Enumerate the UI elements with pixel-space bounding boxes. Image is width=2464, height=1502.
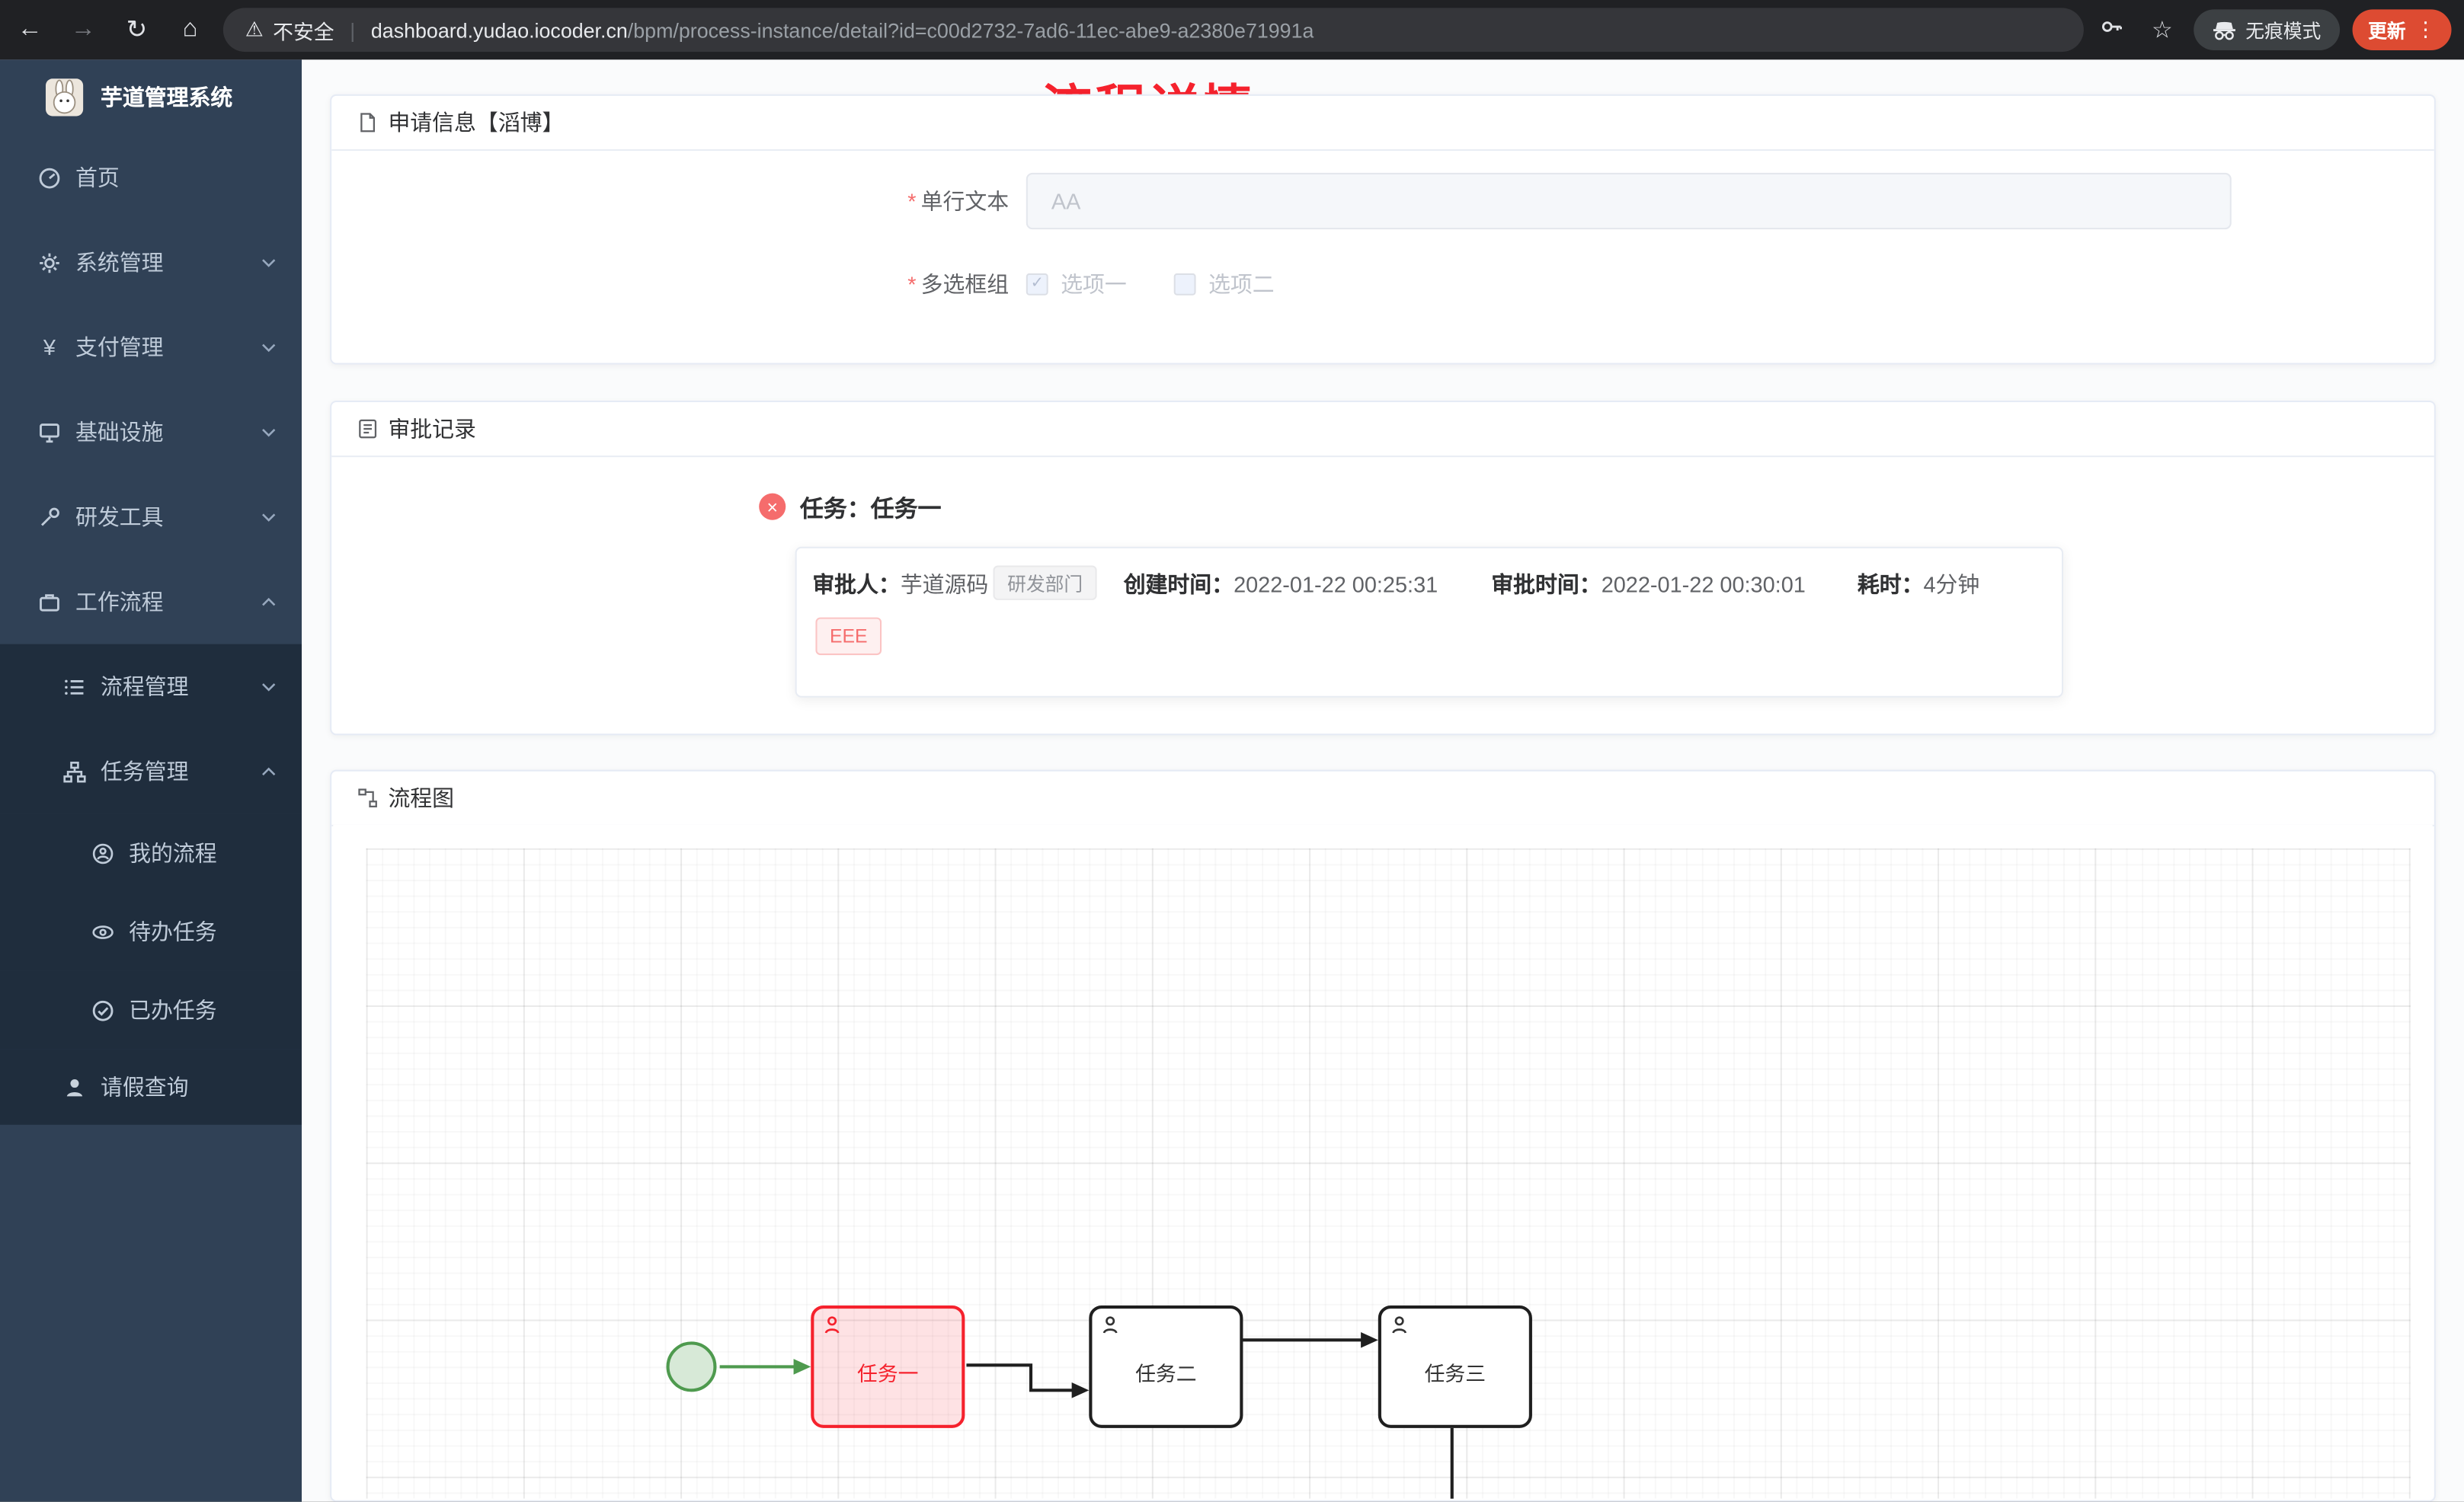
key-icon[interactable] (2093, 14, 2131, 46)
bpmn-task-1[interactable]: 任务一 (811, 1305, 965, 1428)
dept-tag: 研发部门 (993, 565, 1097, 600)
security-label[interactable]: 不安全 (273, 19, 334, 43)
list-icon (63, 675, 87, 698)
text-field-label: *单行文本 (907, 188, 1010, 214)
sidebar-item-payment[interactable]: ¥ 支付管理 (0, 305, 302, 389)
chrome-actions: ☆ 无痕模式 更新 ⋮ (2093, 0, 2452, 59)
chevron-down-icon (262, 343, 276, 352)
url-host: dashboard.yudao.iocoder.cn (370, 18, 628, 42)
apply-card-title: 申请信息【滔博】 (388, 110, 565, 136)
update-label: 更新 (2368, 19, 2406, 42)
sidebar-item-infrastructure[interactable]: 基础设施 (0, 390, 302, 475)
checkbox-option-1[interactable]: ✓ 选项一 (1026, 269, 1127, 300)
single-line-text-input[interactable] (1026, 172, 2232, 230)
process-diagram-card: 流程图 (330, 769, 2436, 1502)
record-icon (359, 419, 377, 439)
incognito-badge[interactable]: 无痕模式 (2194, 9, 2341, 50)
sidebar-item-done-tasks[interactable]: 已办任务 (0, 970, 302, 1050)
chevron-up-icon (262, 596, 276, 606)
url-separator: | (350, 18, 356, 42)
user-task-icon (824, 1316, 840, 1334)
approval-record-card: 审批记录 × 任务：任务一 审批人：芋道源码 研发部门 创建时间：2022-01… (330, 400, 2436, 736)
app-title: 芋道管理系统 (101, 85, 233, 110)
sidebar-item-process-management[interactable]: 流程管理 (0, 644, 302, 729)
address-bar[interactable]: ⚠ 不安全 | dashboard.yudao.iocoder.cn /bpm/… (222, 8, 2084, 53)
chevron-down-icon (262, 258, 276, 267)
sitemap-icon (63, 759, 87, 783)
diagram-card-title: 流程图 (388, 785, 455, 811)
bpmn-task-2[interactable]: 任务二 (1089, 1305, 1243, 1428)
sidebar-item-task-management[interactable]: 任务管理 (0, 729, 302, 814)
menu-dots-icon[interactable]: ⋮ (2415, 17, 2436, 41)
browser-chrome: ← → ↻ ⌂ ⚠ 不安全 | dashboard.yudao.iocoder.… (0, 0, 2464, 60)
task-title: 任务：任务一 (799, 496, 942, 523)
monitor-icon (38, 420, 62, 444)
sidebar-item-devtools[interactable]: 研发工具 (0, 475, 302, 559)
dashboard-icon (38, 166, 62, 190)
forward-icon[interactable]: → (70, 15, 96, 43)
duration-field: 耗时：4分钟 (1857, 571, 1980, 597)
main-content: 流程详情 申请信息【滔博】 *单行文本 *多选框组 ✓ 选项一 (302, 59, 2464, 1502)
sidebar: 芋道管理系统 首页 系统管理 ¥ 支付管理 (0, 59, 302, 1502)
approval-detail-box: 审批人：芋道源码 研发部门 创建时间：2022-01-22 00:25:31 审… (795, 546, 2064, 698)
checkbox-group: ✓ 选项一 选项二 (1026, 269, 1275, 300)
incognito-label: 无痕模式 (2245, 19, 2322, 42)
app-logo-icon (45, 78, 84, 117)
incognito-icon (2213, 21, 2235, 40)
comment-tag: EEE (815, 617, 882, 656)
checkbox-unchecked-icon (1173, 273, 1196, 296)
home-icon[interactable]: ⌂ (182, 15, 198, 43)
approval-card-title: 审批记录 (388, 416, 476, 442)
sidebar-item-workflow[interactable]: 工作流程 (0, 559, 302, 644)
sidebar-item-my-processes[interactable]: 我的流程 (0, 813, 302, 893)
back-icon[interactable]: ← (17, 15, 43, 43)
approval-card-header: 审批记录 (331, 402, 2434, 458)
user-task-icon (1102, 1316, 1118, 1334)
approver-field: 审批人：芋道源码 (812, 571, 989, 597)
checkbox-option-2[interactable]: 选项二 (1173, 269, 1275, 300)
briefcase-icon (38, 590, 62, 613)
bookmark-star-icon[interactable]: ☆ (2152, 17, 2173, 44)
chevron-down-icon (262, 513, 276, 521)
security-warning-icon: ⚠ (245, 17, 264, 41)
wrench-icon (38, 505, 62, 529)
chevron-down-icon (262, 427, 276, 436)
chevron-up-icon (262, 766, 276, 775)
user-icon (63, 1075, 87, 1099)
diagram-card-header: 流程图 (331, 772, 2434, 826)
form-icon (360, 113, 376, 133)
diagram-icon (358, 788, 377, 808)
app-logo-row[interactable]: 芋道管理系统 (0, 59, 302, 135)
yen-icon: ¥ (43, 334, 56, 360)
create-time-field: 创建时间：2022-01-22 00:25:31 (1123, 571, 1438, 597)
approve-time-field: 审批时间：2022-01-22 00:30:01 (1491, 571, 1806, 597)
checkbox-field-label: *多选框组 (907, 271, 1010, 297)
task-error-icon: × (759, 493, 786, 520)
apply-info-card: 申请信息【滔博】 *单行文本 *多选框组 ✓ 选项一 选项二 (330, 94, 2436, 365)
bpmn-start-event[interactable] (666, 1341, 717, 1392)
chevron-down-icon (262, 682, 276, 691)
apply-card-header: 申请信息【滔博】 (331, 96, 2434, 151)
required-mark: * (907, 188, 917, 214)
eye-icon (91, 920, 115, 944)
reload-icon[interactable]: ↻ (126, 17, 148, 44)
url-path: /bpm/process-instance/detail?id=c00d2732… (627, 18, 1314, 42)
person-circle-icon (91, 841, 115, 864)
bpmn-task-3[interactable]: 任务三 (1378, 1305, 1532, 1428)
bpmn-canvas[interactable]: 任务一 任务二 任务三 (333, 824, 2433, 1499)
check-circle-icon (91, 999, 115, 1022)
checkbox-checked-icon: ✓ (1026, 273, 1048, 296)
sidebar-item-leave-query[interactable]: 请假查询 (0, 1049, 302, 1125)
sidebar-item-system[interactable]: 系统管理 (0, 220, 302, 305)
sidebar-item-pending-tasks[interactable]: 待办任务 (0, 892, 302, 971)
update-button[interactable]: 更新 ⋮ (2352, 9, 2452, 50)
user-task-icon (1392, 1316, 1407, 1334)
required-mark: * (907, 271, 917, 297)
sidebar-item-home[interactable]: 首页 (0, 135, 302, 219)
gear-icon (38, 251, 62, 274)
